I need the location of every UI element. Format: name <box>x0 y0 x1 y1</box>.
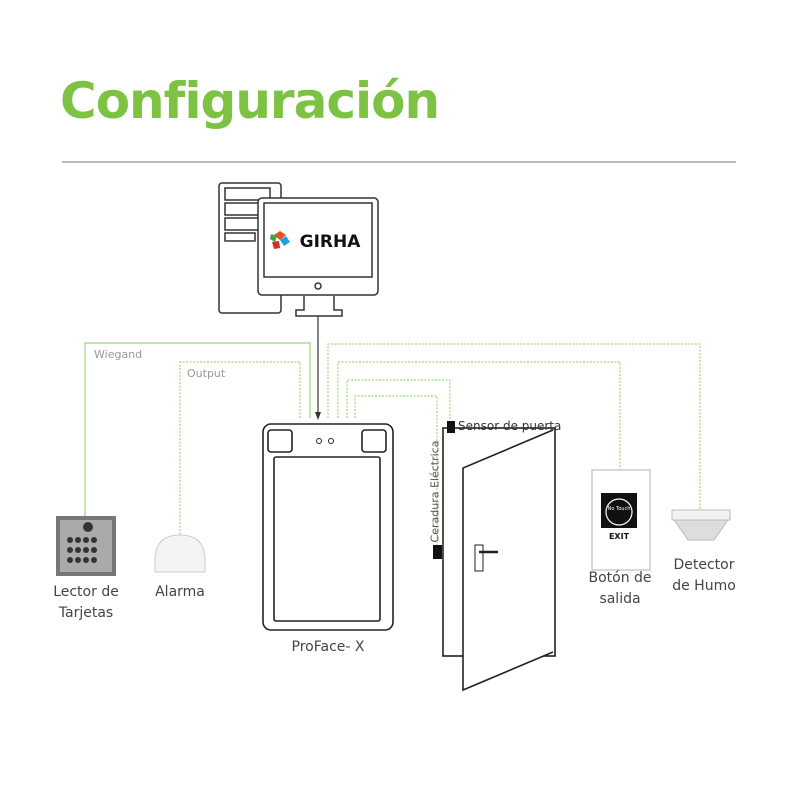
alarm-icon <box>154 534 206 573</box>
page-title: Configuración <box>60 72 440 130</box>
monitor-icon <box>257 197 379 317</box>
card-reader-icon <box>56 516 116 576</box>
wiegand-label: Wiegand <box>94 348 143 361</box>
door-sensor-icon <box>447 421 455 433</box>
card-reader-label: Lector de Tarjetas <box>46 582 126 624</box>
exit-button-label-line2: salida <box>599 591 641 607</box>
wiegand-wire <box>84 342 311 518</box>
smoke-detector-label: Detector de Humo <box>662 555 746 597</box>
exit-text: EXIT <box>608 532 630 541</box>
smoke-detector-icon <box>671 509 731 541</box>
alarm-label: Alarma <box>155 584 205 600</box>
output-wire <box>179 361 301 535</box>
arrow-icon <box>315 412 321 420</box>
exit-button-label: Botón de salida <box>578 568 662 610</box>
exit-button-icon <box>591 469 651 571</box>
divider <box>62 161 736 163</box>
girha-logo-text: GIRHA <box>299 232 361 252</box>
lock-wire <box>354 395 438 545</box>
smoke-detector-label-line2: de Humo <box>672 578 736 594</box>
lock-label: Ceradura Eléctrica <box>428 440 442 543</box>
card-reader-label-line2: Tarjetas <box>58 605 114 621</box>
smoke-detector-label-line1: Detector <box>673 557 735 573</box>
card-reader-label-line1: Lector de <box>53 584 119 600</box>
exit-wire <box>337 361 621 470</box>
door-icon <box>442 427 556 692</box>
proface-terminal-icon <box>262 423 394 631</box>
no-touch-text: No Touch <box>607 506 631 512</box>
output-label: Output <box>187 367 226 380</box>
smoke-wire <box>327 343 701 510</box>
door-sensor-label: Sensor de puerta <box>458 419 562 433</box>
electric-lock-icon <box>433 545 442 559</box>
exit-button-label-line1: Botón de <box>588 570 652 586</box>
terminal-label: ProFace- X <box>291 639 365 655</box>
girha-logo-icon <box>270 231 290 249</box>
sensor-wire <box>346 379 451 425</box>
